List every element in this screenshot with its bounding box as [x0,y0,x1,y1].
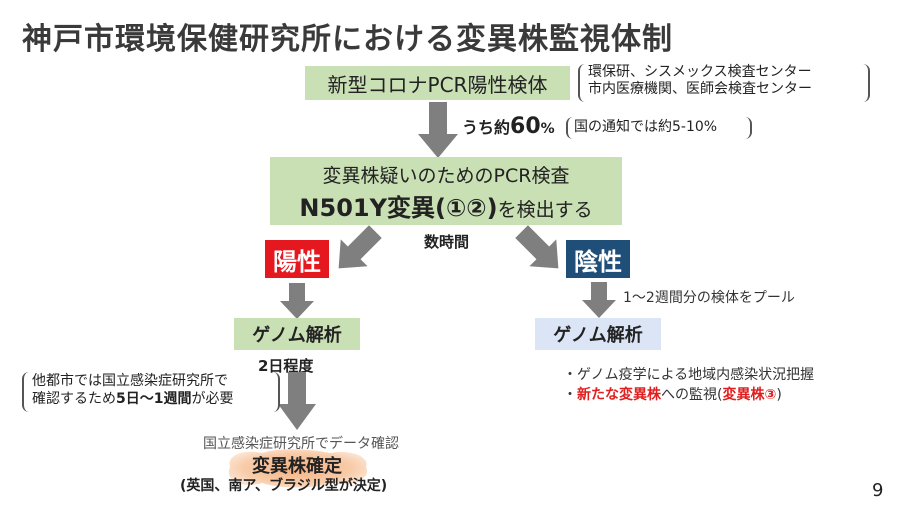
variant-pcr-line2: N501Y変異(①②)を検出する [270,188,622,223]
detect-label: を検出する [497,199,593,221]
bullet2-mid: への監視( [661,387,723,403]
positive-badge: 陽性 [265,240,329,278]
ratio-value: 60 [510,114,541,139]
negative-genome-label: ゲノム解析 [553,325,643,346]
arrow-to-negative [515,225,559,269]
ratio-note: 国の通知では約5-10% [574,119,718,135]
confirm-blob [228,449,368,488]
pcr-positive-sample-box: 新型コロナPCR陽性検体 [305,66,570,100]
negative-bullet-2: ・新たな変異株への監視(変異株③) [563,384,782,404]
variant-pcr-line1: 変異株疑いのためのPCR検査 [322,165,570,187]
other-cities-line2: 確認するため5日〜1週間が必要 [32,390,270,408]
ratio-unit: % [540,121,555,137]
source-line-1: 環保研、シスメックス検査センター [588,64,812,80]
variant-pcr-box: 変異株疑いのためのPCR検査 N501Y変異(①②)を検出する [270,157,622,225]
new-variant-text: 新たな変異株 [577,387,661,403]
negative-genome-box: ゲノム解析 [535,318,661,350]
negative-bullet-1: ・ゲノム疫学による地域内感染状況把握 [563,367,815,383]
negative-badge: 陰性 [566,240,630,278]
source-line-2: 市内医療機関、医師会検査センター [588,81,812,97]
pcr-positive-sample-label: 新型コロナPCR陽性検体 [327,72,548,97]
arrow-down-1 [418,102,458,158]
bullet2-pre: ・ [563,387,577,403]
arrow-down-long [278,372,316,430]
variant3-text: 変異株③ [722,387,777,403]
other-cities-line1: 他都市では国立感染症研究所で [32,373,228,389]
arrow-down-negative [582,282,616,318]
pool-note: 1〜2週間分の検体をプール [623,290,795,306]
ratio-text: うち約60% [462,114,555,139]
bullet2-post: ) [776,387,782,403]
sources-bracket: 環保研、シスメックス検査センター 市内医療機関、医師会検査センター [578,64,870,102]
hours-label: 数時間 [424,233,470,251]
n501y-label: N501Y変異(①②) [299,194,498,222]
duration-label: 2日程度 [258,357,314,375]
page-title: 神戸市環境保健研究所における変異株監視体制 [22,22,673,57]
other-cities-bold: 5日〜1週間 [116,391,192,407]
ratio-note-bracket: 国の通知では約5-10% [566,117,752,139]
confirm-sub: (英国、南ア、ブラジル型が決定) [180,478,388,494]
positive-genome-label: ゲノム解析 [252,325,342,346]
arrow-to-positive [338,225,382,269]
positive-badge-label: 陽性 [273,247,321,276]
other-cities-post: が必要 [191,391,234,407]
negative-badge-label: 陰性 [574,247,622,276]
page-number: 9 [872,480,884,501]
other-cities-pre: 確認するため [32,391,116,407]
positive-genome-box: ゲノム解析 [234,318,360,350]
arrow-down-positive [280,283,314,319]
ratio-label: うち約 [462,118,511,137]
confirm-note: 国立感染症研究所でデータ確認 [203,436,399,452]
confirm-title: 変異株確定 [252,456,342,477]
other-cities-bracket: 他都市では国立感染症研究所で 確認するため5日〜1週間が必要 [22,372,280,412]
